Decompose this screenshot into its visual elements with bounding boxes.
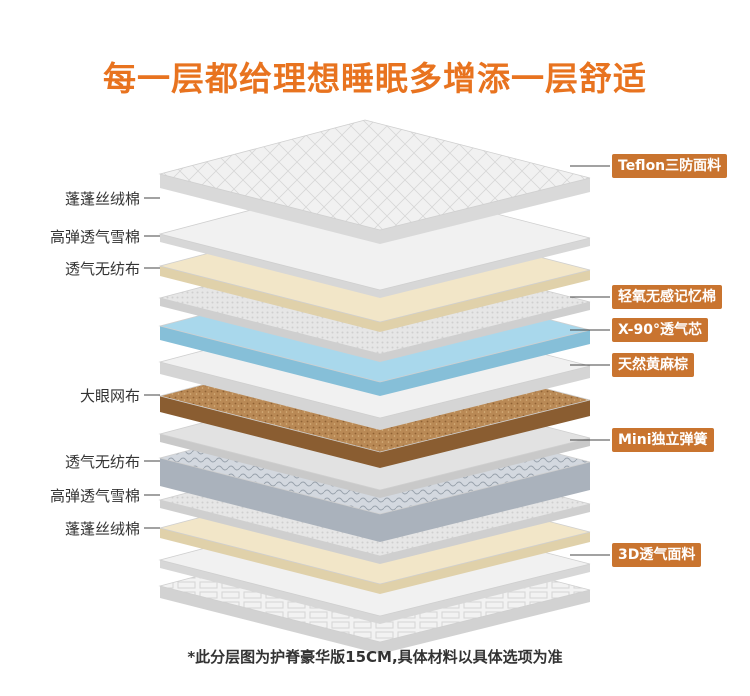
layer-teflon-quilted-top [158,119,591,231]
layer-silk-cotton-bottom-side [380,564,590,624]
left-label-silk-cotton-top: 蓬蓬丝绒棉 [64,190,140,208]
footnote: *此分层图为护脊豪华版15CM,具体材料以具体选项为准 [187,648,563,666]
left-label-snow-cotton-bottom: 高弹透气雪棉 [49,487,140,505]
page-title: 每一层都给理想睡眠多增添一层舒适 [103,59,647,98]
tag-pocket-springs: Mini独立弹簧 [612,428,714,452]
layer-nonwoven-bottom-side [380,504,590,564]
tag-x90-core: X-90°透气芯 [612,318,708,342]
layer-x90-core-side [380,366,590,430]
layer-mesh-front [160,434,380,498]
layer-teflon-quilted [158,119,591,244]
layer-pocket-springs-front [160,458,380,542]
layer-nonwoven-top-front [160,298,380,362]
layer-jute-coir-front [160,396,380,468]
left-label-snow-cotton-top: 高弹透气雪棉 [49,228,140,246]
layer-memory-foam-side [380,330,590,396]
tag-teflon-fabric: Teflon三防面料 [612,154,728,178]
layer-snow-cotton-top-side [380,270,590,332]
layer-mesh-side [380,438,590,498]
layer-snow-cotton-bottom-side [380,532,590,594]
layer-jute-coir-side [380,400,590,468]
layer-nonwoven-bottom-front [160,500,380,564]
left-label-nonwoven-bottom: 透气无纺布 [64,453,140,471]
tag-jute-coir: 天然黄麻棕 [612,353,694,377]
layer-teflon-quilted-side [380,178,590,244]
left-label-nonwoven-top: 透气无纺布 [64,260,140,278]
layer-snow-cotton-top-front [160,266,380,332]
left-label-mesh: 大眼网布 [79,387,140,405]
layer-3d-fabric-side [380,590,590,654]
layer-3d-fabric-front [160,586,380,654]
layer-silk-cotton-top-front [160,234,380,298]
layer-x90-core-front [160,362,380,430]
tag-3d-fabric: 3D透气面料 [612,543,702,567]
layer-pocket-springs-side [380,462,590,542]
layer-nonwoven-top-side [380,302,590,362]
layer-memory-foam-front [160,326,380,396]
layer-teflon-quilted-front [160,174,380,244]
layer-silk-cotton-top-side [380,238,590,298]
tag-memory-foam: 轻氧无感记忆棉 [612,285,722,309]
layer-silk-cotton-bottom-front [160,560,380,624]
left-label-silk-cotton-bottom: 蓬蓬丝绒棉 [64,520,140,538]
layer-snow-cotton-bottom-front [160,528,380,594]
